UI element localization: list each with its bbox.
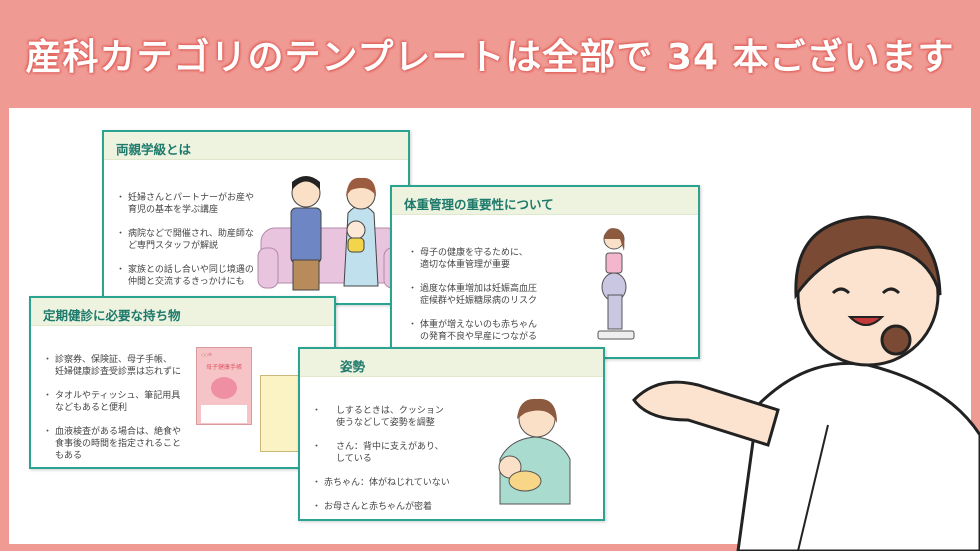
banner-title: 産科カテゴリのテンプレートは全部で 34 本ございます: [25, 37, 955, 78]
handbook-tag: ○○市: [201, 352, 212, 357]
bullet: 母子の健康を守るために、 適切な体重管理が重要: [408, 247, 537, 271]
slide-card-checkup-items[interactable]: 定期健診に必要な持ち物 診察券、保険証、母子手帳、 妊婦健康診査受診票は忘れずに…: [29, 296, 336, 469]
slide-title: 姿勢: [300, 349, 603, 377]
breastfeeding-illustration: [498, 398, 571, 505]
bullet: 妊婦さんとパートナーがお産や 育児の基本を学ぶ講座: [116, 192, 254, 216]
bullet: 病院などで開催され、助産師な ど専門スタッフが解説: [116, 228, 254, 252]
bullet: 体重が増えないのも赤ちゃん の発育不良や早産につながる: [408, 319, 537, 343]
bullet-list: 母子の健康を守るために、 適切な体重管理が重要 過度な体重増加は妊娠高血圧 症候…: [408, 247, 537, 355]
bullet: 過度な体重増加は妊娠高血圧 症候群や妊娠糖尿病のリスク: [408, 283, 537, 307]
bullet: 診察券、保険証、母子手帳、 妊婦健康診査受診票は忘れずに: [43, 354, 181, 378]
slide-title: 定期健診に必要な持ち物: [31, 298, 334, 326]
slide-title: 両親学級とは: [104, 132, 408, 160]
bullet-list: 診察券、保険証、母子手帳、 妊婦健康診査受診票は忘れずに タオルやティッシュ、筆…: [43, 354, 181, 467]
slide-card-posture[interactable]: 姿勢 しするときは、クッション 使うなどして姿勢を調整 さん：背中に支えがあり、…: [298, 347, 605, 521]
bullet: しするときは、クッション 使うなどして姿勢を調整: [312, 405, 450, 429]
maternal-handbook-illustration: ○○市 母子健康手帳: [196, 347, 252, 425]
slide-title: 体重管理の重要性について: [392, 187, 698, 215]
banner: 産科カテゴリのテンプレートは全部で 34 本ございます: [0, 0, 980, 108]
bullet: お母さんと赤ちゃんが密着: [312, 501, 450, 513]
nurse-illustration: [632, 215, 980, 551]
bullet-list: 妊婦さんとパートナーがお産や 育児の基本を学ぶ講座 病院などで開催され、助産師な…: [116, 192, 254, 300]
bullet: タオルやティッシュ、筆記用具 などもあると便利: [43, 390, 181, 414]
pregnant-woman-illustration: [597, 228, 635, 340]
handbook-label: 母子健康手帳: [205, 364, 242, 371]
bullet: 血液検査がある場合は、絶食や 食事後の時間を指定されること もある: [43, 426, 181, 462]
couple-illustration: [257, 176, 405, 291]
slide-card-weight-management[interactable]: 体重管理の重要性について 母子の健康を守るために、 適切な体重管理が重要 過度な…: [390, 185, 700, 359]
bullet: 赤ちゃん：体がねじれていない: [312, 477, 450, 489]
bullet: 家族との話し合いや同じ境遇の 仲間と交流するきっかけにも: [116, 264, 254, 288]
bullet-list: しするときは、クッション 使うなどして姿勢を調整 さん：背中に支えがあり、 して…: [312, 405, 450, 519]
bullet: さん：背中に支えがあり、 している: [312, 441, 450, 465]
slide-card-parent-class[interactable]: 両親学級とは 妊婦さんとパートナーがお産や 育児の基本を学ぶ講座 病院などで開催…: [102, 130, 410, 305]
